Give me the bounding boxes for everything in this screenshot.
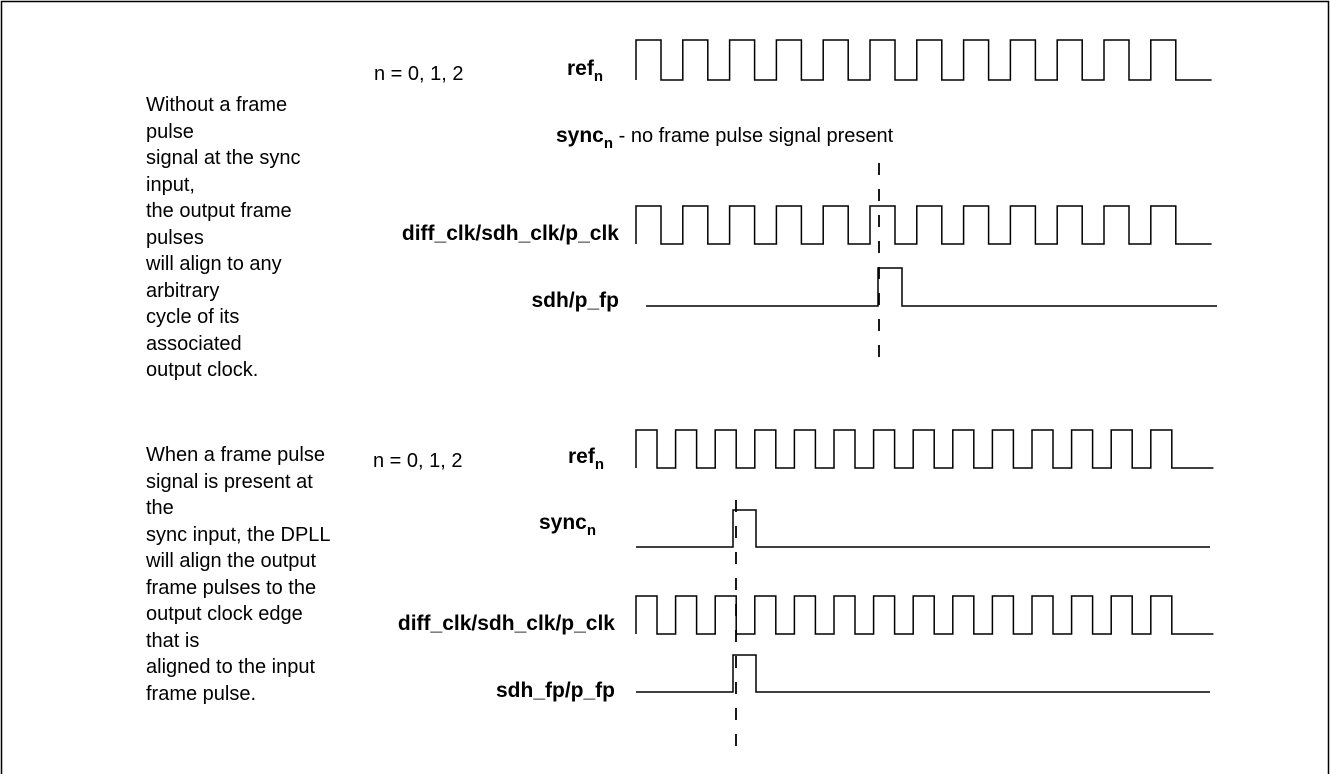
alignment-markers-group: [735, 163, 880, 752]
top-sync-note: - no frame pulse signal present: [613, 125, 894, 147]
bottom-ref-label: refn: [568, 445, 604, 473]
top-n-values: n = 0, 1, 2: [374, 63, 464, 85]
top-sync-label-text: sync: [556, 124, 604, 147]
top-clk-waveform: [635, 205, 1212, 245]
bottom-description: When a frame pulse signal is present at …: [146, 444, 331, 705]
bottom-fp-waveform: [636, 654, 1210, 693]
bottom-ref-waveform: [635, 429, 1214, 469]
bottom-clk-label: diff_clk/sdh_clk/p_clk: [398, 612, 615, 635]
waveforms-group: [635, 39, 1217, 693]
top-sync-subscript: n: [604, 135, 613, 152]
bottom-clk-waveform: [635, 595, 1214, 635]
bottom-sync-label: syncn: [539, 511, 596, 539]
bottom-sync-subscript: n: [587, 522, 596, 539]
top-ref-subscript: n: [594, 68, 603, 85]
top-sync-label: syncn - no frame pulse signal present: [556, 124, 894, 152]
bottom-sync-label-text: sync: [539, 511, 587, 534]
bottom-fp-label: sdh_fp/p_fp: [496, 679, 615, 702]
bottom-ref-label-text: ref: [568, 445, 596, 468]
bottom-n-values: n = 0, 1, 2: [373, 450, 463, 472]
top-ref-waveform: [635, 39, 1212, 81]
top-fp-waveform: [646, 267, 1217, 307]
top-description: Without a frame pulse signal at the sync…: [146, 94, 301, 381]
bottom-sync-waveform: [636, 509, 1210, 548]
top-ref-label-text: ref: [567, 57, 595, 80]
bottom-ref-subscript: n: [595, 456, 604, 473]
top-clk-label: diff_clk/sdh_clk/p_clk: [402, 222, 619, 245]
top-ref-label: refn: [567, 57, 603, 85]
top-fp-label: sdh/p_fp: [532, 289, 620, 312]
